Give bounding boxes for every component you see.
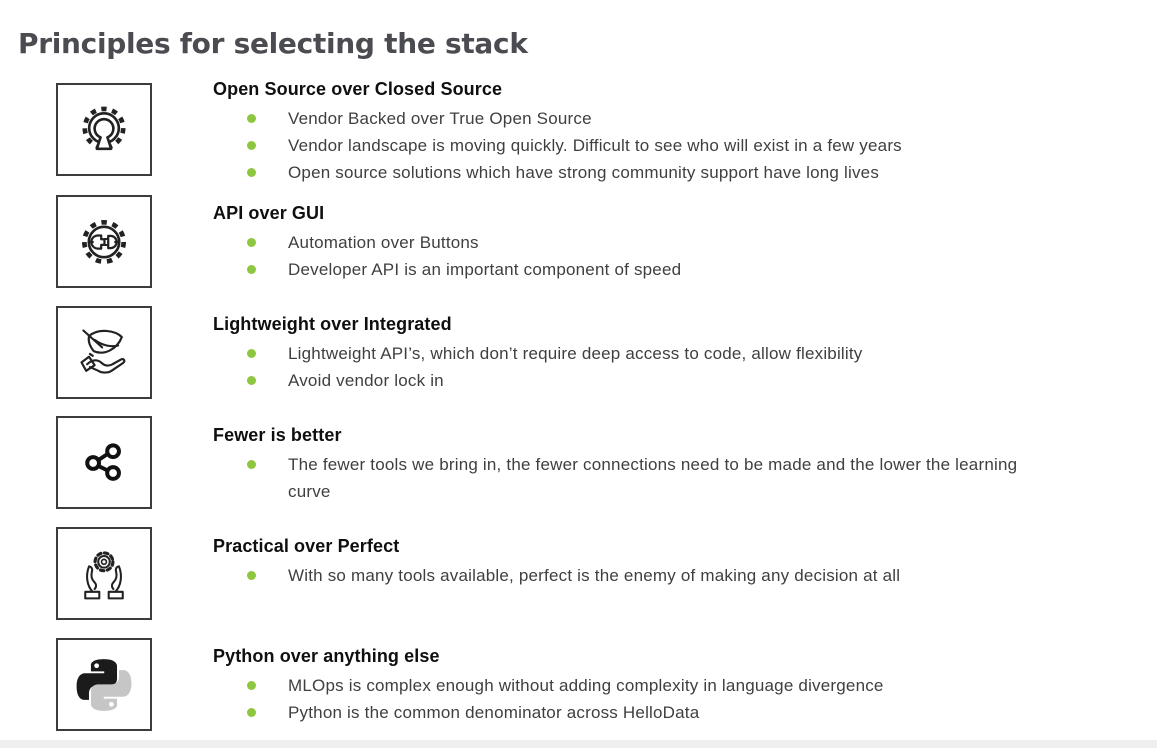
bullet-item: MLOps is complex enough without adding c…	[213, 672, 1028, 699]
hands-holding-gear-icon	[84, 550, 124, 599]
bullet-item: With so many tools available, perfect is…	[213, 562, 1028, 589]
page-title: Principles for selecting the stack	[18, 26, 528, 60]
bullet-item: Vendor Backed over True Open Source	[213, 105, 1028, 132]
bullet-list: With so many tools available, perfect is…	[213, 562, 1028, 589]
bullet-item: Vendor landscape is moving quickly. Diff…	[213, 132, 1028, 159]
bullet-item: Automation over Buttons	[213, 229, 1028, 256]
icon-box	[56, 416, 152, 509]
section-text: Practical over Perfect With so many tool…	[213, 535, 1028, 589]
bullet-list: Lightweight API’s, which don’t require d…	[213, 340, 1028, 394]
bottom-strip	[0, 740, 1157, 748]
bullet-item: The fewer tools we bring in, the fewer c…	[213, 451, 1028, 505]
icon-box	[56, 527, 152, 620]
bullet-item: Python is the common denominator across …	[213, 699, 1028, 726]
feather-hand-icon	[80, 328, 126, 374]
icon-box	[56, 306, 152, 399]
bullet-item: Developer API is an important component …	[213, 256, 1028, 283]
section-heading: Lightweight over Integrated	[213, 314, 452, 334]
bullet-item: Lightweight API’s, which don’t require d…	[213, 340, 1028, 367]
section-heading: Practical over Perfect	[213, 536, 400, 556]
bullet-item: Avoid vendor lock in	[213, 367, 1028, 394]
section-text: Open Source over Closed Source Vendor Ba…	[213, 78, 1028, 186]
section-text: Lightweight over Integrated Lightweight …	[213, 313, 1028, 394]
icon-box	[56, 195, 152, 288]
section-text: Python over anything else MLOps is compl…	[213, 645, 1028, 726]
bullet-list: MLOps is complex enough without adding c…	[213, 672, 1028, 726]
section-text: Fewer is better The fewer tools we bring…	[213, 424, 1028, 505]
share-network-icon	[85, 442, 121, 481]
section-heading: Fewer is better	[213, 425, 342, 445]
api-plug-icon	[81, 219, 127, 264]
section-heading: API over GUI	[213, 203, 325, 223]
section-heading: Open Source over Closed Source	[213, 79, 503, 99]
open-source-icon	[82, 106, 126, 150]
bullet-list: The fewer tools we bring in, the fewer c…	[213, 451, 1028, 505]
python-icon	[76, 658, 132, 711]
section-heading: Python over anything else	[213, 646, 440, 666]
icon-box	[56, 638, 152, 731]
bullet-item: Open source solutions which have strong …	[213, 159, 1028, 186]
icon-box	[56, 83, 152, 176]
